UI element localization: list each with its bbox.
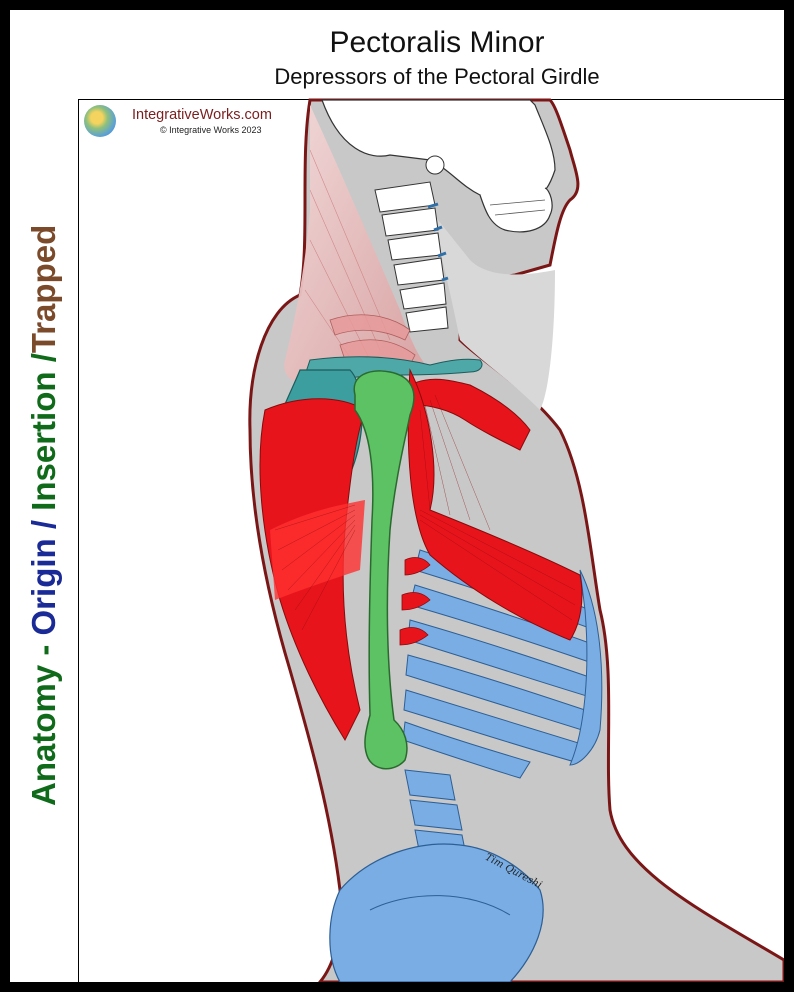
anatomy-illustration: [248, 98, 784, 982]
pectoralis-major-muscle: [407, 368, 583, 641]
brand-logo-icon: [84, 105, 116, 137]
poster-page: Pectoralis Minor Depressors of the Pecto…: [10, 10, 784, 982]
cervical-spine: [374, 181, 449, 333]
pelvis: [329, 843, 544, 982]
pectoralis-minor-muscle: [409, 378, 531, 451]
ear-canal: [425, 155, 445, 175]
jaw: [479, 187, 553, 233]
neck-front: [430, 210, 555, 410]
page-title: Pectoralis Minor: [329, 26, 545, 59]
page-subtitle: Depressors of the Pectoral Girdle: [274, 64, 600, 89]
brand-copyright: © Integrative Works 2023: [160, 125, 262, 135]
humerus: [353, 370, 415, 770]
serratus-anterior-muscle: [399, 557, 431, 646]
brand-name[interactable]: IntegrativeWorks.com: [132, 107, 272, 123]
